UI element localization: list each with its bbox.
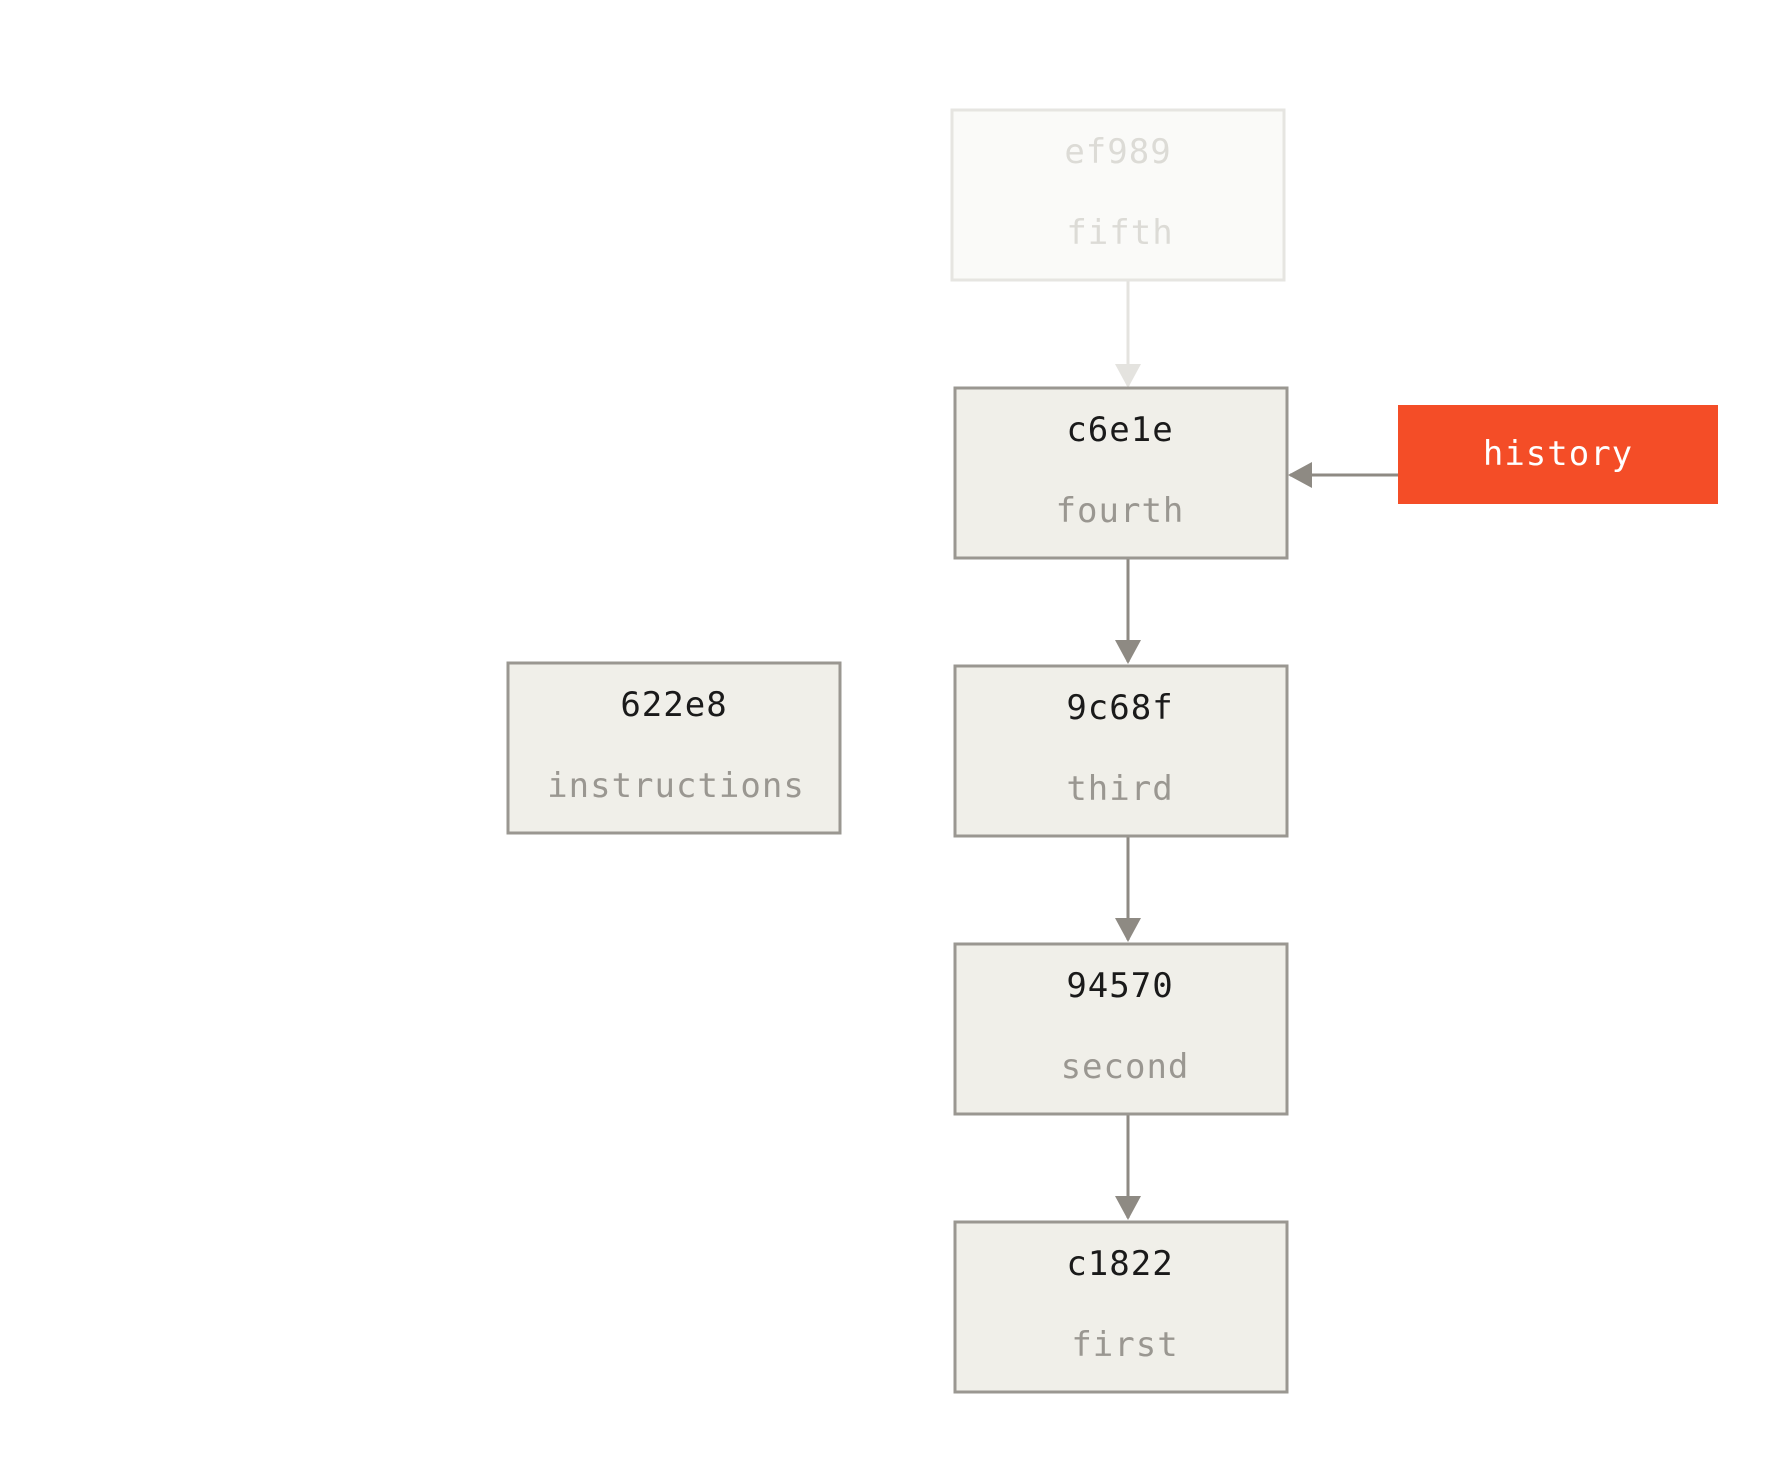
commit-622e8: 622e8 instructions xyxy=(506,661,842,835)
commit-message: second xyxy=(1061,1047,1190,1087)
commit-c1822: c1822 first xyxy=(953,1220,1289,1394)
commit-hash: 9c68f xyxy=(1066,688,1173,728)
commit-box xyxy=(953,664,1289,838)
commit-message: third xyxy=(1066,769,1173,809)
commit-ef989: ef989 fifth xyxy=(950,108,1286,282)
commit-box xyxy=(953,1220,1289,1394)
commit-message: instructions xyxy=(547,766,805,806)
commit-hash: ef989 xyxy=(1064,132,1171,172)
commit-9c68f: 9c68f third xyxy=(953,664,1289,838)
branch-ref-history: history xyxy=(1398,405,1718,504)
commit-message: fifth xyxy=(1066,213,1173,253)
commit-message: fourth xyxy=(1056,491,1185,531)
commit-box xyxy=(506,661,842,835)
commit-box xyxy=(953,386,1289,560)
commit-c6e1e: c6e1e fourth xyxy=(953,386,1289,560)
branch-label: history xyxy=(1483,434,1633,474)
commit-box xyxy=(953,942,1289,1116)
commit-box xyxy=(950,108,1286,282)
commit-hash: c6e1e xyxy=(1066,410,1173,450)
commit-hash: 94570 xyxy=(1066,966,1173,1006)
branch-label-box xyxy=(1398,405,1718,504)
commit-94570: 94570 second xyxy=(953,942,1289,1116)
commit-hash: c1822 xyxy=(1066,1244,1173,1284)
commit-hash: 622e8 xyxy=(620,685,727,725)
commit-message: first xyxy=(1071,1325,1178,1365)
